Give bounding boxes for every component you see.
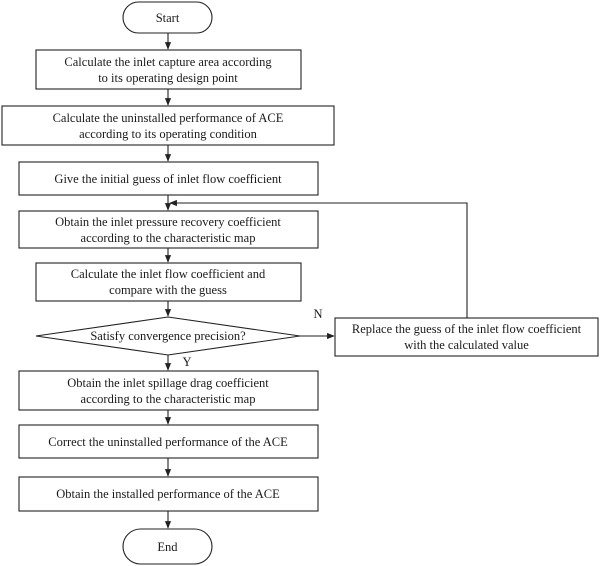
step4-line1: Obtain the inlet pressure recovery coeff… (55, 215, 281, 229)
step-spillage-drag (18, 370, 319, 411)
step8-line1: Obtain the installed performance of the … (56, 487, 280, 501)
step6-line2: according to the characteristic map (81, 392, 256, 406)
connectors (164, 33, 468, 529)
end-terminal (122, 528, 213, 565)
step-installed-performance (18, 476, 319, 512)
no-label: N (313, 307, 322, 321)
step3-line1: Give the initial guess of inlet flow coe… (54, 172, 282, 186)
step-calc-uninstalled-performance (1, 105, 335, 146)
step1-line2: to its operating design point (98, 71, 238, 85)
loop-step-line2: with the calculated value (404, 338, 529, 352)
step2-line1: Calculate the uninstalled performance of… (53, 111, 284, 125)
step7-line1: Correct the uninstalled performance of t… (48, 435, 288, 449)
yes-label: Y (182, 355, 191, 369)
step-calc-capture-area (35, 49, 302, 90)
end-label: End (157, 540, 178, 554)
step-replace-guess (334, 317, 599, 357)
loop-step-line1: Replace the guess of the inlet flow coef… (352, 322, 582, 336)
step4-line2: according to the characteristic map (81, 231, 256, 245)
start-terminal (122, 1, 213, 34)
step6-line1: Obtain the inlet spillage drag coefficie… (67, 376, 269, 390)
step-initial-guess (18, 161, 319, 196)
decision-convergence (35, 316, 301, 356)
step-calc-flow-coefficient (35, 262, 302, 302)
arrow-loop-back (169, 199, 468, 318)
start-label: Start (156, 11, 180, 25)
step5-line2: compare with the guess (109, 283, 227, 297)
step1-line1: Calculate the inlet capture area accordi… (64, 55, 272, 69)
step2-line2: according to its operating condition (79, 127, 257, 141)
step-correct-performance (18, 424, 319, 459)
step5-line1: Calculate the inlet flow coefficient and (71, 267, 266, 281)
step-pressure-recovery (18, 210, 319, 249)
decision-label: Satisfy convergence precision? (90, 329, 246, 343)
